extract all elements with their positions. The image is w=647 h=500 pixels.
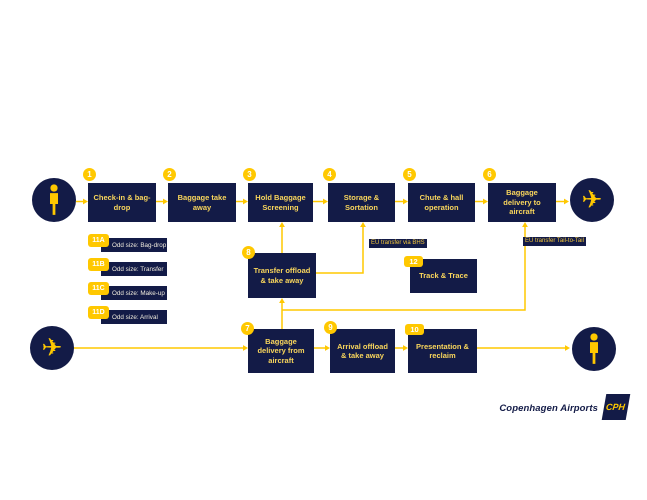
connector-8-4-via-bhs: [316, 227, 364, 274]
airplane-icon: ✈: [581, 184, 603, 214]
step-badge-5: 5: [403, 168, 416, 181]
person-icon: [50, 184, 58, 215]
connector-lines: [74, 200, 565, 349]
process-box-delivery-to-aircraft: Baggage delivery to aircraft: [488, 183, 556, 222]
step-badge-10: 10: [405, 324, 424, 335]
odd-size-label: Odd size: Arrival: [101, 310, 167, 324]
odd-size-row-bagdrop: 11A Odd size: Bag-drop: [88, 234, 168, 254]
airplane-icon: ✈: [41, 332, 63, 362]
process-box-chute-hall-operation: Chute & hall operation: [408, 183, 475, 222]
passenger-end-node: [572, 327, 616, 371]
step-badge-6: 6: [483, 168, 496, 181]
process-box-presentation-reclaim: Presentation & reclaim: [408, 329, 477, 373]
odd-size-label: Odd size: Bag-drop: [101, 238, 167, 252]
arrowheads: [83, 198, 570, 351]
person-icon: [590, 333, 598, 364]
step-badge-4: 4: [323, 168, 336, 181]
odd-size-row-arrival: 11D Odd size: Arrival: [88, 306, 168, 326]
process-box-delivery-from-aircraft: Baggage delivery from aircraft: [248, 329, 314, 373]
copenhagen-airports-logo: Copenhagen Airports CPH: [498, 393, 631, 423]
odd-size-badge-11a: 11A: [88, 234, 109, 247]
odd-size-badge-11c: 11C: [88, 282, 109, 295]
step-badge-3: 3: [243, 168, 256, 181]
odd-size-row-transfer: 11B Odd size: Transfer: [88, 258, 168, 278]
process-box-arrival-offload: Arrival offload & take away: [330, 329, 395, 373]
step-badge-2: 2: [163, 168, 176, 181]
connector-7-6-tail-to-tail: [282, 227, 526, 311]
aircraft-end-node: ✈: [570, 178, 614, 222]
logo-wordmark: Copenhagen Airports: [499, 403, 598, 414]
aircraft-start-node: ✈: [30, 326, 74, 370]
process-box-storage-sortation: Storage & Sortation: [328, 183, 395, 222]
process-box-transfer-offload: Transfer offload & take away: [248, 253, 316, 298]
passenger-start-node: [32, 178, 76, 222]
process-box-checkin-bagdrop: Check-in & bag-drop: [88, 183, 156, 222]
odd-size-badge-11d: 11D: [88, 306, 109, 319]
step-badge-1: 1: [83, 168, 96, 181]
label-eu-transfer-tail-to-tail: EU transfer Tail-to-Tail: [523, 237, 586, 246]
step-badge-7: 7: [241, 322, 254, 335]
process-box-baggage-take-away: Baggage take away: [168, 183, 236, 222]
odd-size-label: Odd size: Transfer: [101, 262, 167, 276]
step-badge-8: 8: [242, 246, 255, 259]
odd-size-badge-11b: 11B: [88, 258, 109, 271]
label-eu-transfer-via-bhs: EU transfer via BHS: [369, 239, 427, 248]
step-badge-12: 12: [404, 256, 423, 267]
cph-logo-text: CPH: [605, 402, 627, 412]
odd-size-row-makeup: 11C Odd size: Make-up: [88, 282, 168, 302]
process-box-hold-baggage-screening: Hold Baggage Screening: [248, 183, 313, 222]
odd-size-label: Odd size: Make-up: [101, 286, 167, 300]
step-badge-9: 9: [324, 321, 337, 334]
cph-logo-mark: CPH: [601, 394, 631, 420]
